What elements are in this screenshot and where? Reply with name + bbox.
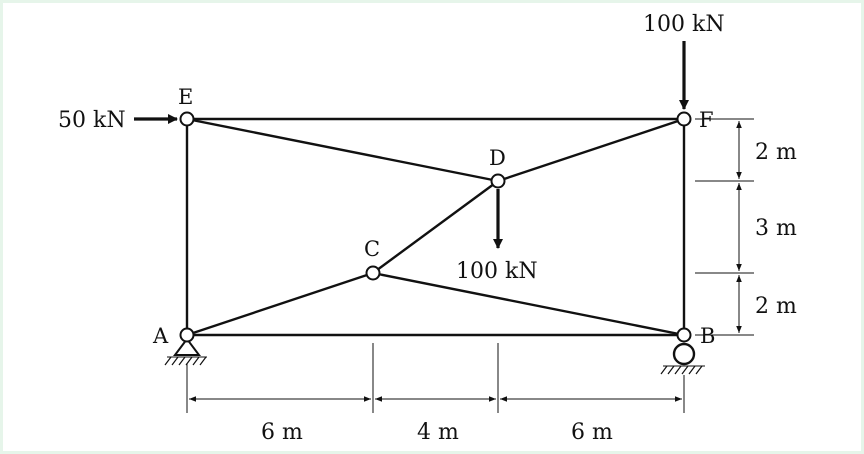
load-label-100kN-D: 100 kN: [456, 259, 538, 284]
node-label-E: E: [178, 85, 193, 109]
joint-A: [179, 327, 195, 343]
member-AC: [186, 271, 374, 337]
vertical-dimensions: [695, 118, 754, 336]
node-label-D: D: [489, 146, 506, 170]
node-label-A: A: [152, 324, 169, 348]
node-label-C: C: [364, 237, 380, 261]
dim-label-4m: 4 m: [417, 420, 459, 445]
node-label-B: B: [700, 324, 715, 348]
member-CB: [372, 271, 685, 337]
dim-label-2m-bottom: 2 m: [755, 294, 797, 319]
joint-F: [676, 111, 692, 127]
member-DF: [497, 117, 685, 183]
truss-members: [185, 117, 686, 337]
truss-diagram: A B C D E F 50 kN 100 kN 100 kN 6 m 4 m …: [58, 12, 797, 445]
load-label-100kN-F: 100 kN: [643, 12, 725, 37]
dim-label-3m: 3 m: [755, 216, 797, 241]
joint-C: [365, 265, 381, 281]
dim-label-6m-left: 6 m: [261, 420, 303, 445]
pin-support-A: [164, 337, 207, 366]
load-label-50kN: 50 kN: [58, 108, 126, 133]
joints: [179, 111, 692, 343]
node-label-F: F: [699, 108, 714, 132]
joint-D: [490, 173, 506, 189]
member-CD: [372, 180, 499, 274]
member-ED: [186, 117, 499, 183]
roller-support-B: [660, 342, 705, 375]
joint-E: [179, 111, 195, 127]
dim-label-2m-top: 2 m: [755, 140, 797, 165]
horizontal-dimensions: [186, 343, 685, 413]
joint-B: [676, 327, 692, 343]
dim-label-6m-right: 6 m: [571, 420, 613, 445]
